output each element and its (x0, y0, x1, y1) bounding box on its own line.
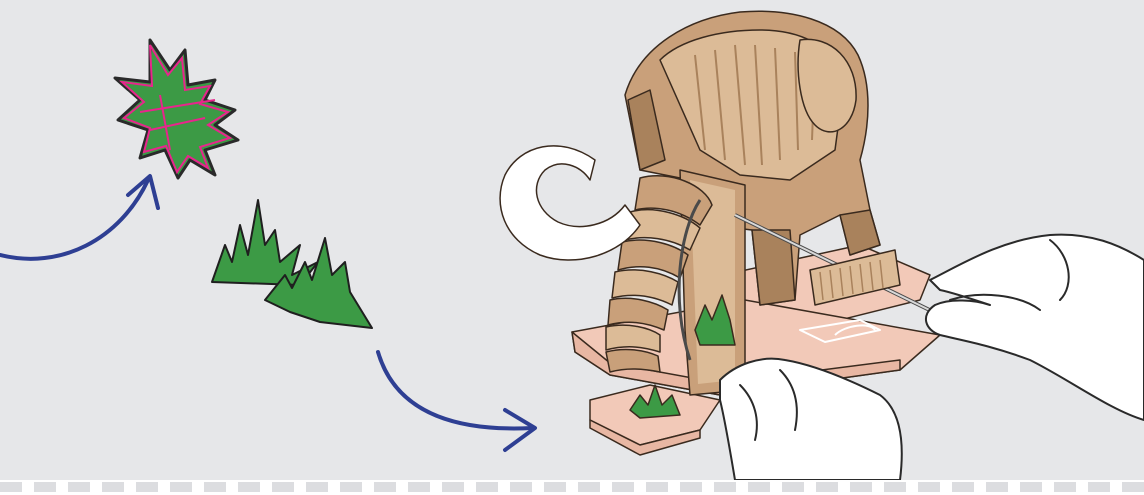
dashed-divider (0, 480, 1144, 495)
scene (0, 0, 1144, 480)
dashed-line (0, 480, 1144, 495)
